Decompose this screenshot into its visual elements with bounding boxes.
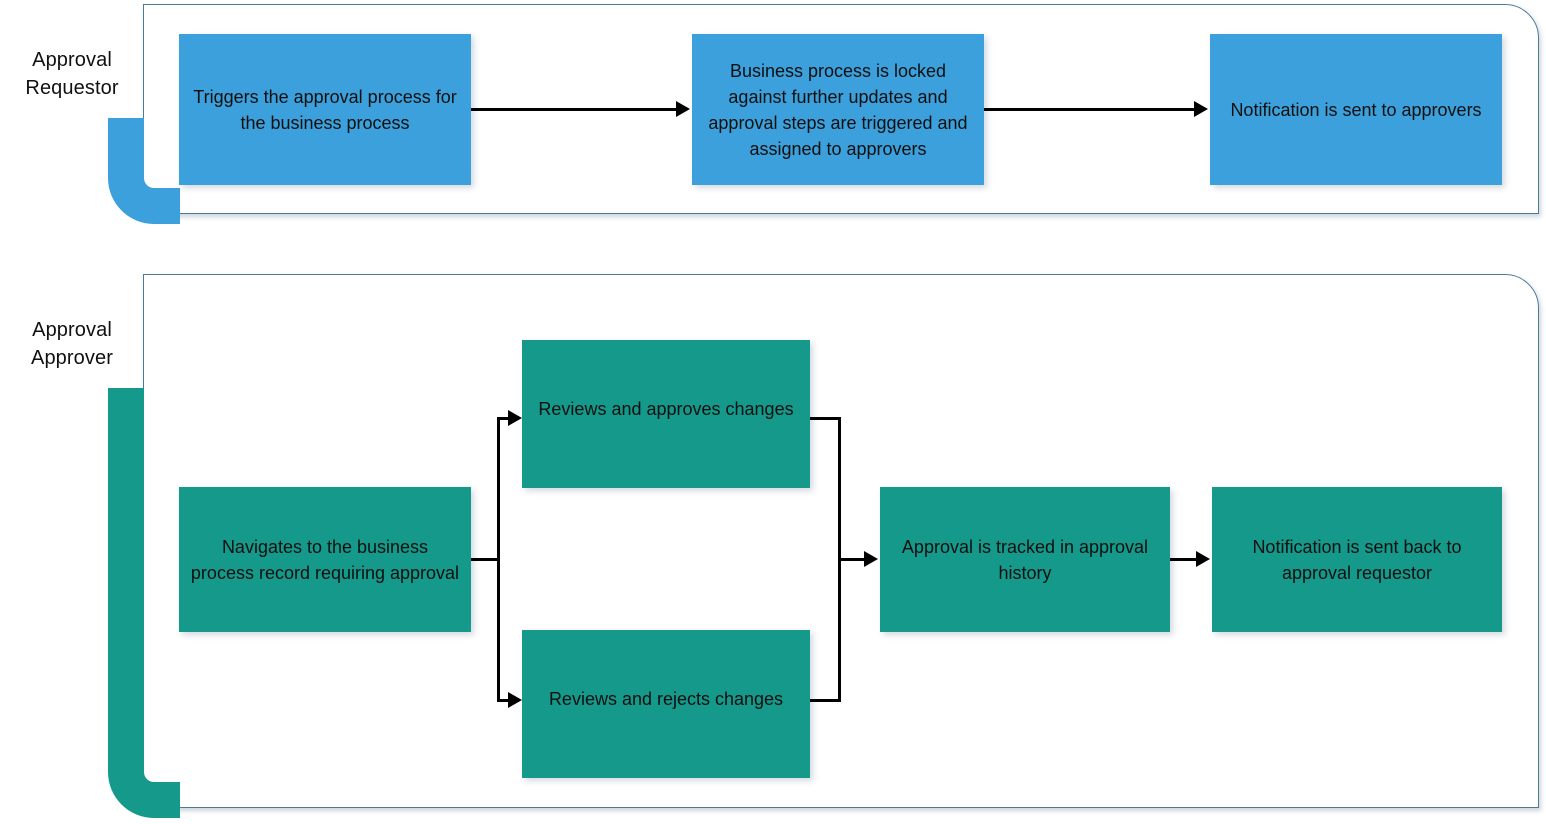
node-notify-approvers-label: Notification is sent to approvers [1230,99,1482,120]
node-trigger-approval[interactable]: Triggers the approval process for the bu… [179,34,471,185]
lane-label-line-1: Approval [32,49,112,71]
lane-label-approval-approver: Approval Approver [2,316,142,372]
lane-label-approval-requestor: Approval Requestor [2,46,142,102]
lane-label-line-2: Approver [31,347,113,369]
lane-label-line-1: Approval [32,319,112,341]
node-approval-tracked-label: Approval is tracked in approval history [901,536,1149,583]
node-reviews-approves[interactable]: Reviews and approves changes [522,340,810,488]
arrowhead-branch-to-approves [508,410,522,426]
arrowhead-tracked-to-notify [1196,551,1210,567]
lane-band-top-approval-approver [108,274,144,314]
node-notify-requestor-label: Notification is sent back to approval re… [1252,536,1462,583]
node-lock-process-label: Business process is locked against furth… [708,60,968,159]
arrowhead-lock-to-notify [1194,101,1208,117]
connector-branch-spine [497,418,500,702]
arrowhead-branch-to-rejects [508,692,522,708]
node-approval-tracked[interactable]: Approval is tracked in approval history [880,487,1170,632]
node-lock-process[interactable]: Business process is locked against furth… [692,34,984,185]
node-trigger-approval-label: Triggers the approval process for the bu… [193,86,457,133]
arrowhead-merge-to-tracked [864,551,878,567]
connector-trigger-to-lock [471,108,676,111]
connector-merge-to-tracked [838,558,866,561]
connector-merge-from-approves [810,417,841,420]
node-notify-requestor[interactable]: Notification is sent back to approval re… [1212,487,1502,632]
node-navigate-record-label: Navigates to the business process record… [190,536,460,583]
connector-merge-from-rejects [810,699,841,702]
lane-band-top-approval-requestor [108,4,144,44]
node-notify-approvers[interactable]: Notification is sent to approvers [1210,34,1502,185]
node-reviews-rejects[interactable]: Reviews and rejects changes [522,630,810,778]
connector-lock-to-notify [984,108,1194,111]
node-reviews-rejects-label: Reviews and rejects changes [548,689,784,709]
arrowhead-trigger-to-lock [676,101,690,117]
lane-label-line-2: Requestor [25,77,119,99]
node-navigate-record[interactable]: Navigates to the business process record… [179,487,471,632]
connector-branch-stem [471,558,500,561]
connector-tracked-to-notify [1170,558,1198,561]
node-reviews-approves-label: Reviews and approves changes [538,399,794,419]
